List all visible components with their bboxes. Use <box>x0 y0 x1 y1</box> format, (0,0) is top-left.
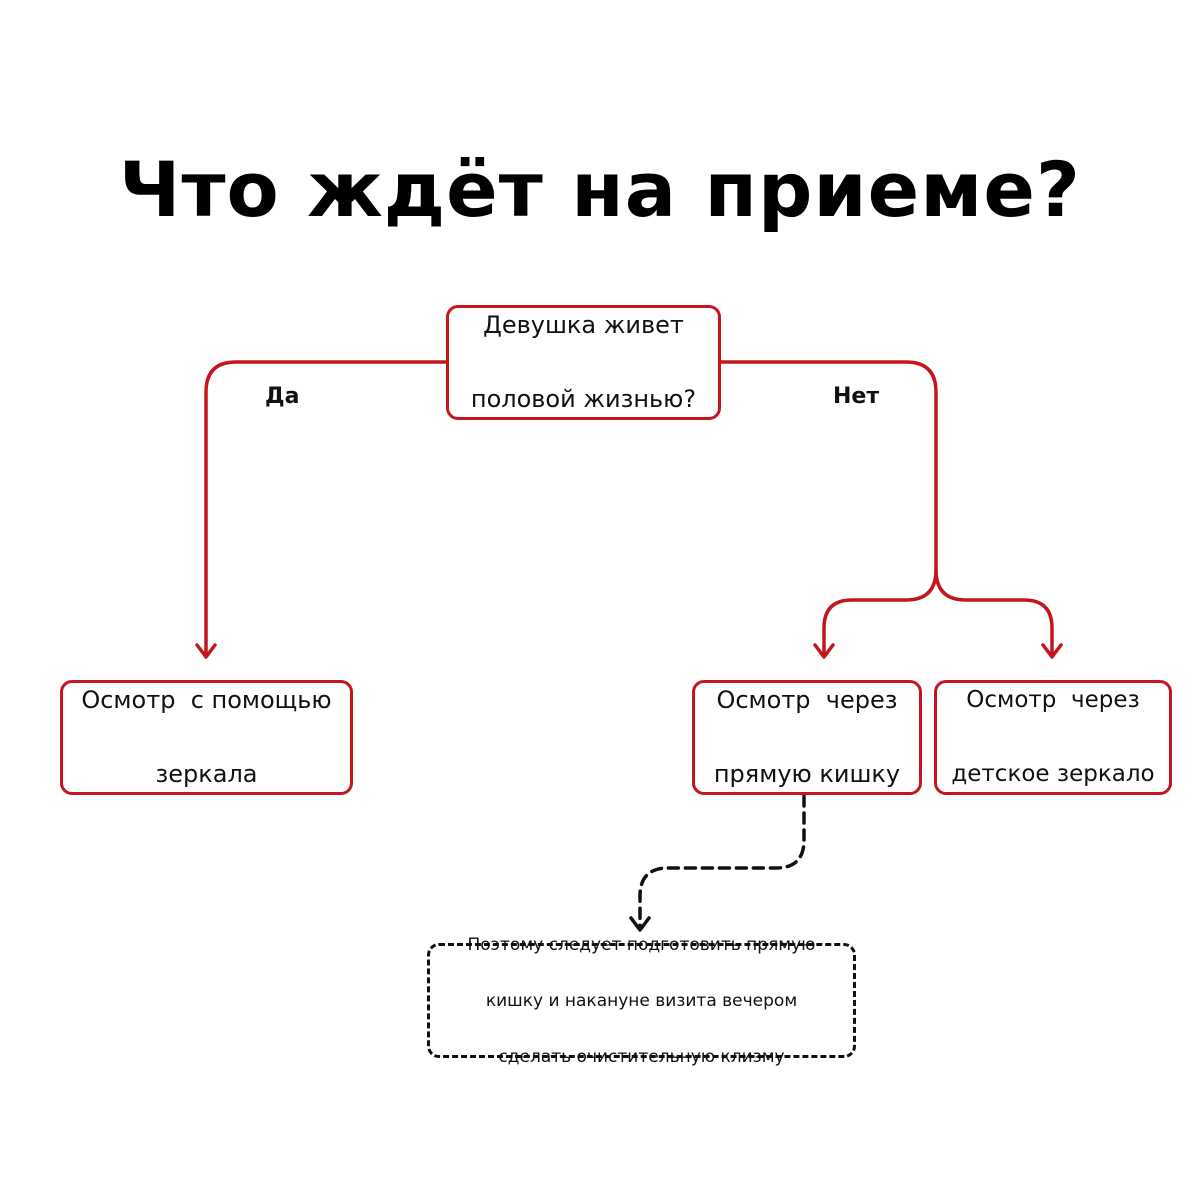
outcome-child-mirror-line-2: детское зеркало <box>951 761 1155 787</box>
yes-arrowhead <box>195 643 217 659</box>
no-connector <box>718 360 938 657</box>
page-title: Что ждёт на приеме? <box>119 145 1081 234</box>
outcome-child-mirror-box: Осмотр через детское зеркало <box>934 680 1172 795</box>
outcome-mirror-text: Осмотр с помощью зеркала <box>81 645 331 830</box>
note-line-3: сделать очистительную клизму <box>498 1046 785 1067</box>
question-line-2: половой жизнью? <box>470 385 697 413</box>
note-arrowhead <box>629 916 651 932</box>
note-line-1: Поэтому следует подготовить прямую <box>467 934 816 955</box>
outcome-rectal-box: Осмотр через прямую кишку <box>692 680 922 795</box>
outcome-mirror-line-2: зеркала <box>155 760 258 788</box>
question-line-1: Девушка живет <box>483 311 684 339</box>
outcome-mirror-box: Осмотр с помощью зеркала <box>60 680 353 795</box>
question-text: Девушка живет половой жизнью? <box>471 270 696 455</box>
note-line-2: кишку и накануне визита вечером <box>485 990 798 1011</box>
outcome-child-mirror-text: Осмотр через детское зеркало <box>951 645 1154 830</box>
yes-label: Да <box>265 384 300 409</box>
outcome-rectal-line-1: Осмотр через <box>716 686 898 714</box>
note-box: Поэтому следует подготовить прямую кишку… <box>427 935 856 1067</box>
outcome-rectal-line-2: прямую кишку <box>713 760 901 788</box>
note-text: Поэтому следует подготовить прямую кишку… <box>468 903 816 1099</box>
rectal-arrowhead <box>813 643 835 659</box>
outcome-child-mirror-line-1: Осмотр через <box>966 687 1140 713</box>
question-box: Девушка живет половой жизнью? <box>446 305 721 420</box>
no-connector-right <box>934 568 1054 657</box>
outcome-mirror-line-1: Осмотр с помощью <box>81 686 332 714</box>
child-mirror-arrowhead <box>1041 643 1063 659</box>
yes-connector <box>204 360 448 657</box>
outcome-rectal-text: Осмотр через прямую кишку <box>714 645 900 830</box>
no-label: Нет <box>833 384 880 409</box>
note-connector <box>638 794 806 930</box>
